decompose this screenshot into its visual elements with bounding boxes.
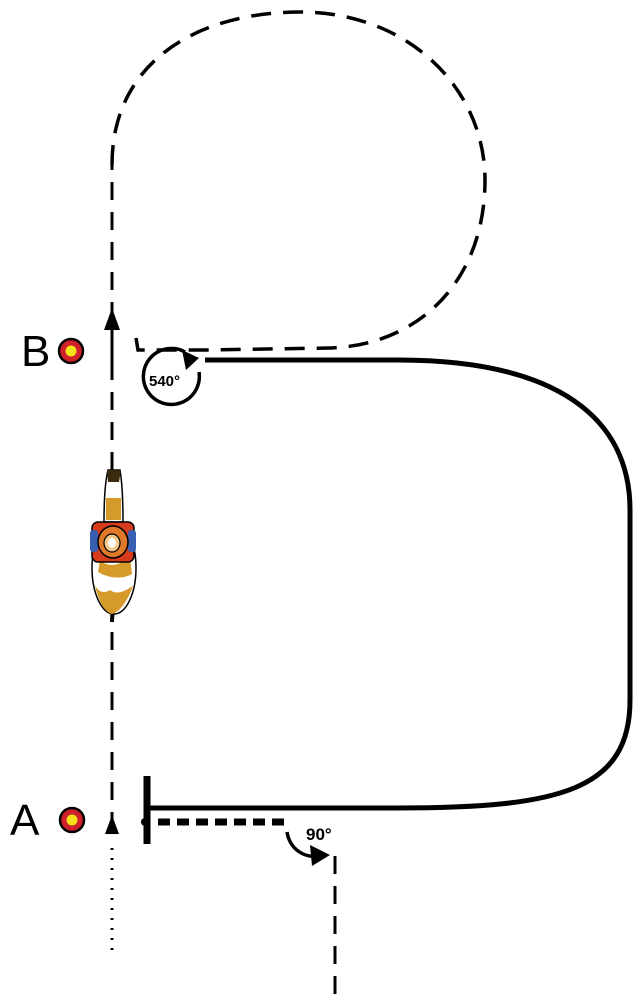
marker-a-letter: A — [10, 796, 40, 845]
quarter-turn-label: 90° — [306, 825, 332, 844]
marker-b-letter: B — [21, 327, 50, 376]
spin-circle — [141, 346, 202, 407]
spin-label: 540° — [149, 373, 180, 390]
spin-arrowhead-icon — [182, 350, 199, 370]
marker-b-target-icon — [57, 337, 85, 365]
up-arrow-a-icon — [105, 815, 119, 834]
quarter-turn-arrowhead-icon — [310, 845, 330, 866]
horse-and-rider-icon — [90, 469, 137, 623]
stop-point — [141, 818, 149, 826]
up-arrow-b-icon — [104, 308, 120, 330]
large-circle-dashed — [110, 10, 487, 352]
rundown-solid-path — [150, 357, 633, 811]
marker-a-target-icon — [58, 806, 86, 834]
